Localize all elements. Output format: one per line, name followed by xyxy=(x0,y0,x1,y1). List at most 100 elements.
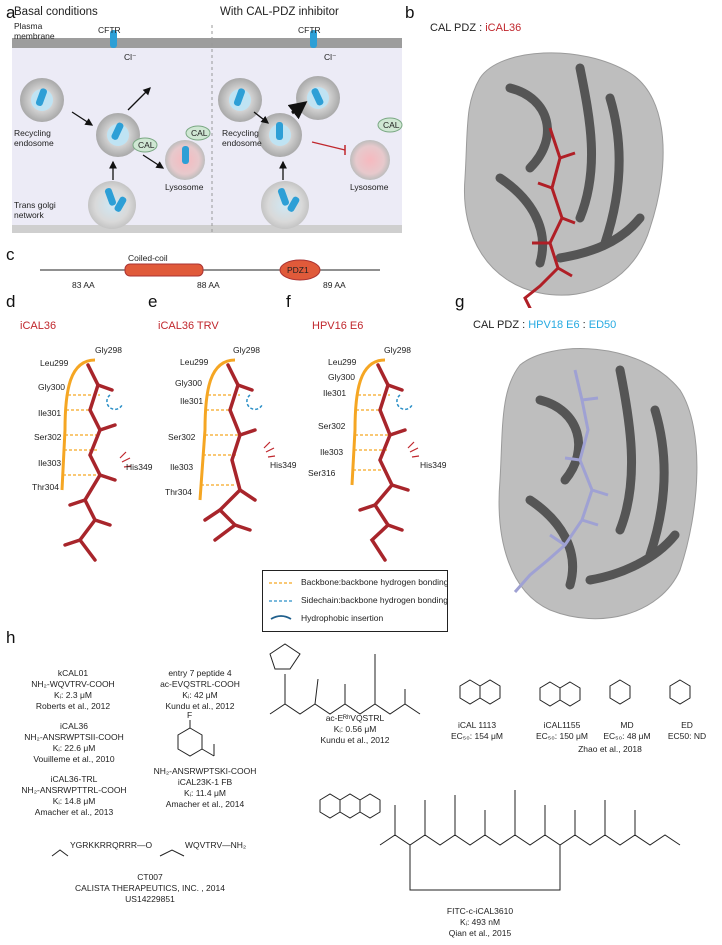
inhibitor-ki: Kᵢ: 2.3 μM xyxy=(54,690,92,700)
inhibitor-ical1113: iCAL 1113 EC₅₀: 154 μM xyxy=(442,720,512,742)
inhibitor-title: With CAL-PDZ inhibitor xyxy=(220,6,339,18)
panel-letter-a: a xyxy=(6,3,16,22)
inhibitor-ct007: CT007 CALISTA THERAPEUTICS, INC. , 2014 … xyxy=(55,872,245,905)
zhao-reference: Zhao et al., 2018 xyxy=(578,744,642,754)
recycling-endosome-label-right: Recycling endosome xyxy=(222,128,262,148)
domain-bar xyxy=(40,259,380,281)
inhibitor-name: iCAL1155 xyxy=(543,720,581,730)
inhibitor-sequence: NH₂-ANSRWPTSKI-COOH xyxy=(153,766,257,776)
panel-a-art xyxy=(12,25,403,233)
inhibitor-ec50: EC₅₀: 154 μM xyxy=(450,731,503,741)
residue-label: His349 xyxy=(126,462,153,472)
residue-label: Ser302 xyxy=(168,432,196,442)
panel-letter-e: e xyxy=(148,292,158,311)
cl-label-right: Cl⁻ xyxy=(324,52,337,62)
residue-label: Gly300 xyxy=(175,378,202,388)
cftr-label-left: CFTR xyxy=(98,25,121,35)
inhibitor-ed: ED EC50: ND xyxy=(657,720,717,742)
residue-label: Gly300 xyxy=(38,382,65,392)
residue-label: Ile303 xyxy=(38,458,62,468)
residue-label: Ile301 xyxy=(323,388,347,398)
residue-label: Gly300 xyxy=(328,372,355,382)
inhibitor-fitc: FITC-c-iCAL3610 Kᵢ: 493 nM Qian et al., … xyxy=(425,906,535,939)
panel-g-structure xyxy=(498,348,698,620)
inhibitor-ki: Kᵢ: 42 μM xyxy=(182,690,218,700)
ct007-structure xyxy=(51,849,185,857)
inhibitor-reference: Amacher et al., 2013 xyxy=(34,807,114,817)
panel-b-structure xyxy=(463,52,664,308)
inhibitor-ec50: EC50: ND xyxy=(667,731,707,741)
coiled-coil-domain xyxy=(124,263,204,277)
inhibitor-reference: Roberts et al., 2012 xyxy=(35,701,111,711)
panel-letter-f: f xyxy=(286,292,291,311)
inhibitor-ki: Kᵢ: 493 nM xyxy=(459,917,501,927)
residue-label: Gly298 xyxy=(233,345,260,355)
inhibitor-name: MD xyxy=(620,720,634,730)
inhibitor-sequence: NH₂-ANSRWPTSII-COOH xyxy=(24,732,124,742)
segment-3-length: 89 AA xyxy=(323,280,346,290)
panel-b-ligand: iCAL36 xyxy=(485,22,522,34)
panel-g-ligand-1: HPV18 E6 xyxy=(528,319,580,331)
trans-golgi-label: Trans golgi network xyxy=(14,200,56,220)
residue-label: Gly298 xyxy=(384,345,411,355)
cftr-label-right: CFTR xyxy=(298,25,321,35)
basal-conditions-title: Basal conditions xyxy=(14,6,98,18)
pdz1-domain xyxy=(279,259,321,281)
panel-e-title: iCAL36 TRV xyxy=(158,320,219,332)
fluorobenzoyl-structure xyxy=(177,720,215,757)
inhibitor-ical36: iCAL36 NH₂-ANSRWPTSII-COOH Kᵢ: 22.6 μM V… xyxy=(14,721,134,765)
cl-label-left: Cl⁻ xyxy=(124,52,137,62)
coiled-coil-label: Coiled-coil xyxy=(128,253,168,263)
residue-label: Ser302 xyxy=(34,432,62,442)
panel-g-title: CAL PDZ : HPV18 E6 : ED50 xyxy=(473,319,616,331)
residue-label: Thr304 xyxy=(165,487,192,497)
residue-label: Ile301 xyxy=(180,396,204,406)
inhibitor-name: entry 7 peptide 4 xyxy=(168,668,232,678)
inhibitor-sequence: ac-EVQSTRL-COOH xyxy=(160,679,240,689)
fitc-peptide-structure xyxy=(319,790,681,891)
pdz1-label: PDZ1 xyxy=(287,265,309,275)
inhibitor-name: iCAL36-TRL xyxy=(50,774,98,784)
legend-box: Backbone:backbone hydrogen bonding Sidec… xyxy=(262,570,448,632)
panel-letter-b: b xyxy=(405,3,415,22)
residue-label: Gly298 xyxy=(95,345,122,355)
inhibitor-name: ED xyxy=(681,720,693,730)
inhibitor-md: MD EC₅₀: 48 μM xyxy=(597,720,657,742)
inhibitor-rh-peptide: ac-EᴿʰVQSTRL Kᵢ: 0.56 μM Kundu et al., 2… xyxy=(305,713,405,746)
inhibitor-sequence: NH₂-ANSRWPTTRL-COOH xyxy=(21,785,127,795)
inhibitor-reference: Qian et al., 2015 xyxy=(448,928,512,938)
inhibitor-name: iCAL23K-1 FB xyxy=(177,777,233,787)
residue-label: Leu299 xyxy=(180,357,209,367)
inhibitor-name: ac-EᴿʰVQSTRL xyxy=(325,713,385,723)
panel-b-prefix: CAL PDZ : xyxy=(430,22,486,34)
small-molecule-structures xyxy=(459,679,691,707)
panel-letter-g: g xyxy=(455,292,465,311)
cal-label-2: CAL xyxy=(191,128,208,138)
inhibitor-ical36-trl: iCAL36-TRL NH₂-ANSRWPTTRL-COOH Kᵢ: 14.8 … xyxy=(14,774,134,818)
panel-g-prefix: CAL PDZ : xyxy=(473,319,529,331)
inhibitor-name: kCAL01 xyxy=(57,668,89,678)
panel-f-title: HPV16 E6 xyxy=(312,320,364,332)
legend-backbone: Backbone:backbone hydrogen bonding xyxy=(301,577,449,587)
inhibitor-entry7: entry 7 peptide 4 ac-EVQSTRL-COOH Kᵢ: 42… xyxy=(145,668,255,712)
segment-2-length: 88 AA xyxy=(197,280,220,290)
panel-g-ligand-2: ED50 xyxy=(588,319,617,331)
residue-label: Ser316 xyxy=(308,468,336,478)
bottom-membrane-bar xyxy=(12,225,402,233)
inhibitor-reference: Vouilleme et al., 2010 xyxy=(33,754,115,764)
ct007-sequence-1: YGRKKRRQRRR—O xyxy=(70,840,153,850)
binding-diagrams xyxy=(60,358,420,562)
residue-label: Thr304 xyxy=(32,482,59,492)
inhibitor-name: CT007 xyxy=(137,872,163,882)
segment-1-length: 83 AA xyxy=(72,280,95,290)
plasma-membrane-bar xyxy=(12,38,402,48)
residue-label: Ser302 xyxy=(318,421,346,431)
inhibitor-kcal01: kCAL01 NH₂-WQVTRV-COOH Kᵢ: 2.3 μM Robert… xyxy=(18,668,128,712)
inhibitor-name: iCAL 1113 xyxy=(457,720,497,730)
inhibitor-reference: Amacher et al., 2014 xyxy=(165,799,245,809)
panel-g-separator: : xyxy=(579,319,589,331)
inhibitor-name: FITC-c-iCAL3610 xyxy=(446,906,514,916)
inhibitor-ical23k: NH₂-ANSRWPTSKI-COOH iCAL23K-1 FB Kᵢ: 11.… xyxy=(145,766,265,810)
recycling-endosome-label-left: Recycling endosome xyxy=(14,128,54,148)
inhibitor-ec50: EC₅₀: 48 μM xyxy=(603,731,651,741)
